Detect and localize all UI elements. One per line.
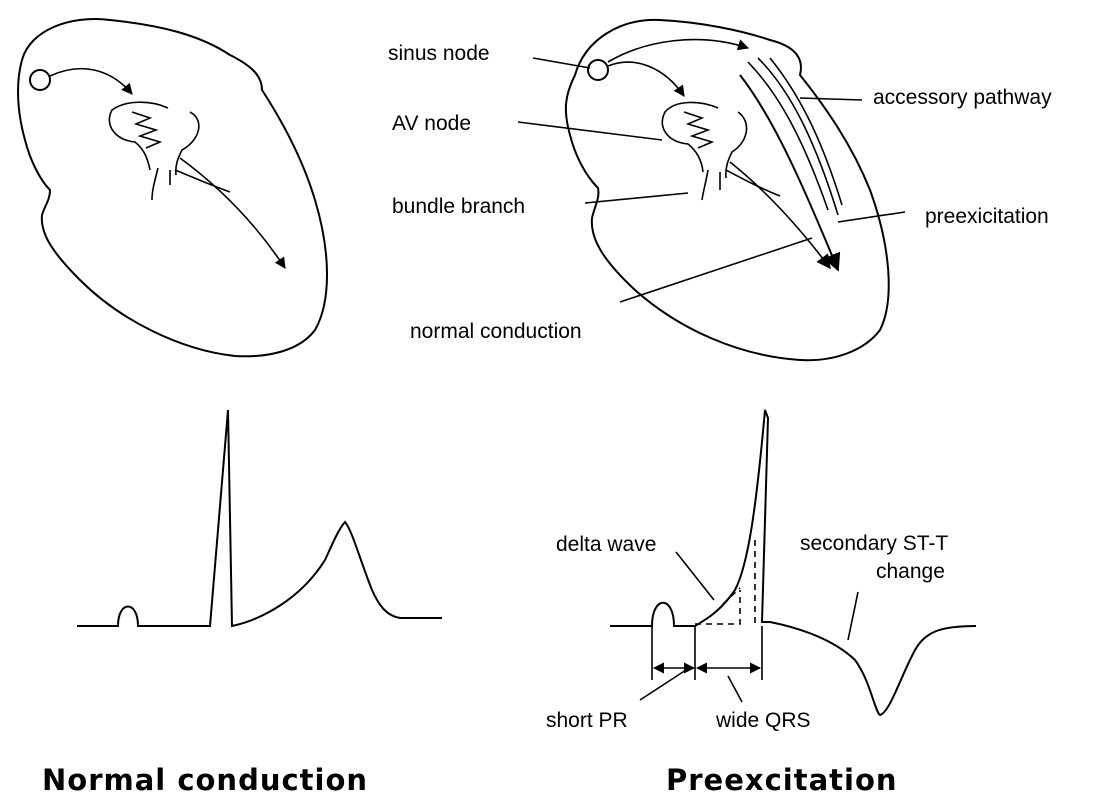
st-t-leader [848,592,858,640]
normal-heart [18,19,327,356]
secondary-st-t-label-line2: change [876,560,945,583]
atrial-conduction-arrow [50,69,132,94]
short-pr-leader [640,670,686,700]
leader-lines [518,58,905,302]
interval-ticks [652,626,762,680]
delta-wave-label: delta wave [556,533,656,556]
heart-outline [566,20,889,360]
preexcitation-heart [566,20,889,360]
normal-conduction-label: normal conduction [410,320,582,343]
secondary-st-t-label: secondary ST-T [800,532,948,555]
wide-qrs-label: wide QRS [715,709,811,732]
short-pr-label: short PR [546,709,628,732]
av-node-outline [109,102,198,175]
wide-qrs-leader [728,676,742,702]
ventricular-conduction-arrow [180,158,285,268]
atrial-conduction-arrow [608,62,684,96]
accessory-pathway-label: accessory pathway [873,86,1052,109]
delta-wave-leader [676,552,714,600]
bundle-branch-left [152,168,158,200]
preexcitation-label: preexicitation [925,205,1049,228]
sinus-node-icon [588,60,608,80]
normal-ecg-trace [77,410,442,626]
av-node-label: AV node [392,112,471,135]
heart-outline [18,19,327,356]
atrial-conduction-arrow-to-pathway [608,40,748,62]
accessory-pathway-line [748,58,842,215]
bundle-branch-right [720,170,780,196]
preexcitation-title: Preexcitation [666,763,898,797]
bundle-branch-label: bundle branch [392,195,525,218]
normal-conduction-title: Normal conduction [42,763,368,797]
sinus-node-icon [30,70,50,90]
bundle-branch-left [702,170,708,200]
sinus-node-label: sinus node [388,42,490,65]
av-node-zigzag-icon [684,112,712,148]
